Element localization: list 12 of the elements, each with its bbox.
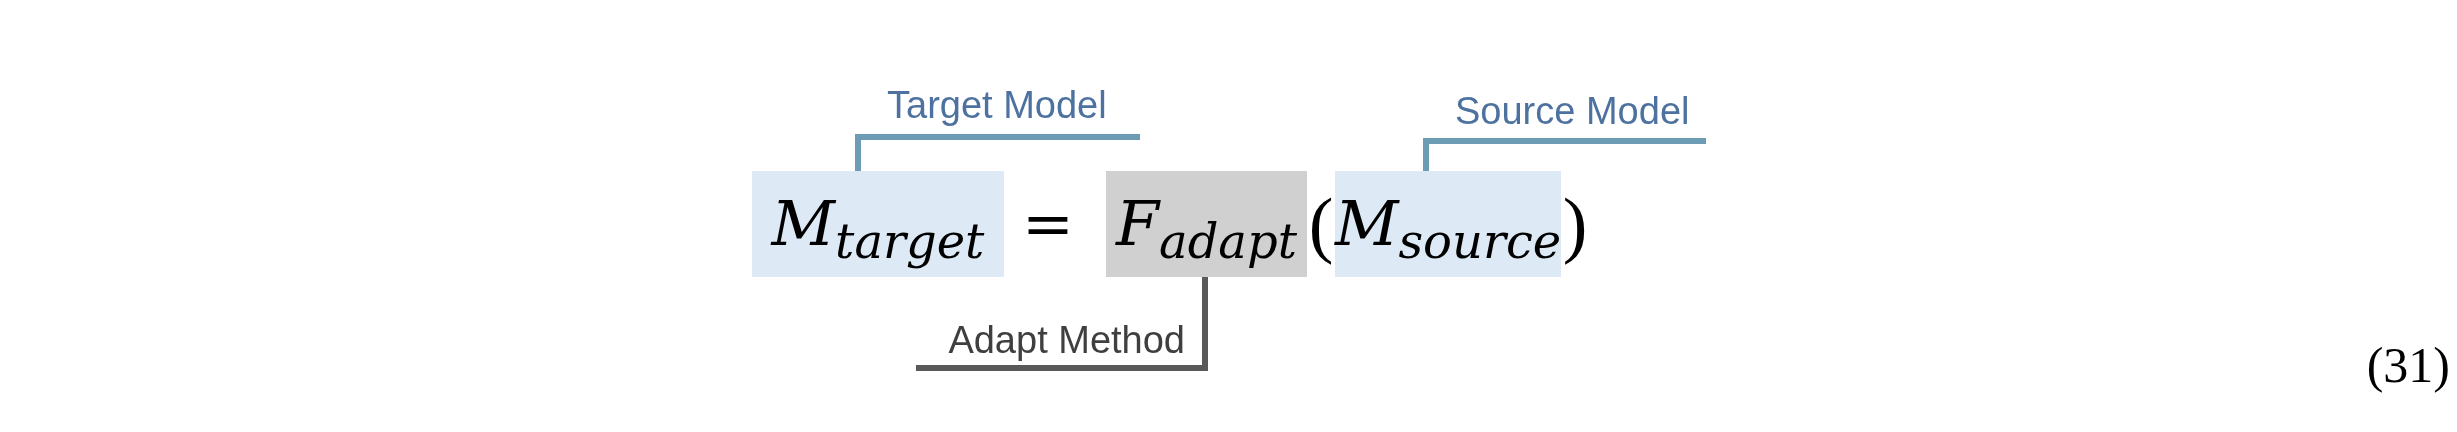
highlighted-term: M$_{target}$ (752, 171, 1004, 277)
equals-sign: = (1021, 186, 1075, 262)
highlighted-term: M$_{source}$ (1335, 171, 1561, 277)
callout-label: Source Model (1453, 92, 1706, 138)
highlighted-function: F$_{adapt}$ (1106, 171, 1307, 277)
parenthesis: ) (1561, 182, 1589, 267)
parenthesis: ( (1307, 182, 1334, 267)
leader-line (855, 134, 1140, 171)
leader-line (1423, 138, 1706, 171)
leader-line (916, 277, 1208, 371)
callout-label: Adapt Method (916, 321, 1190, 365)
callout-label: Target Model (885, 86, 1140, 134)
